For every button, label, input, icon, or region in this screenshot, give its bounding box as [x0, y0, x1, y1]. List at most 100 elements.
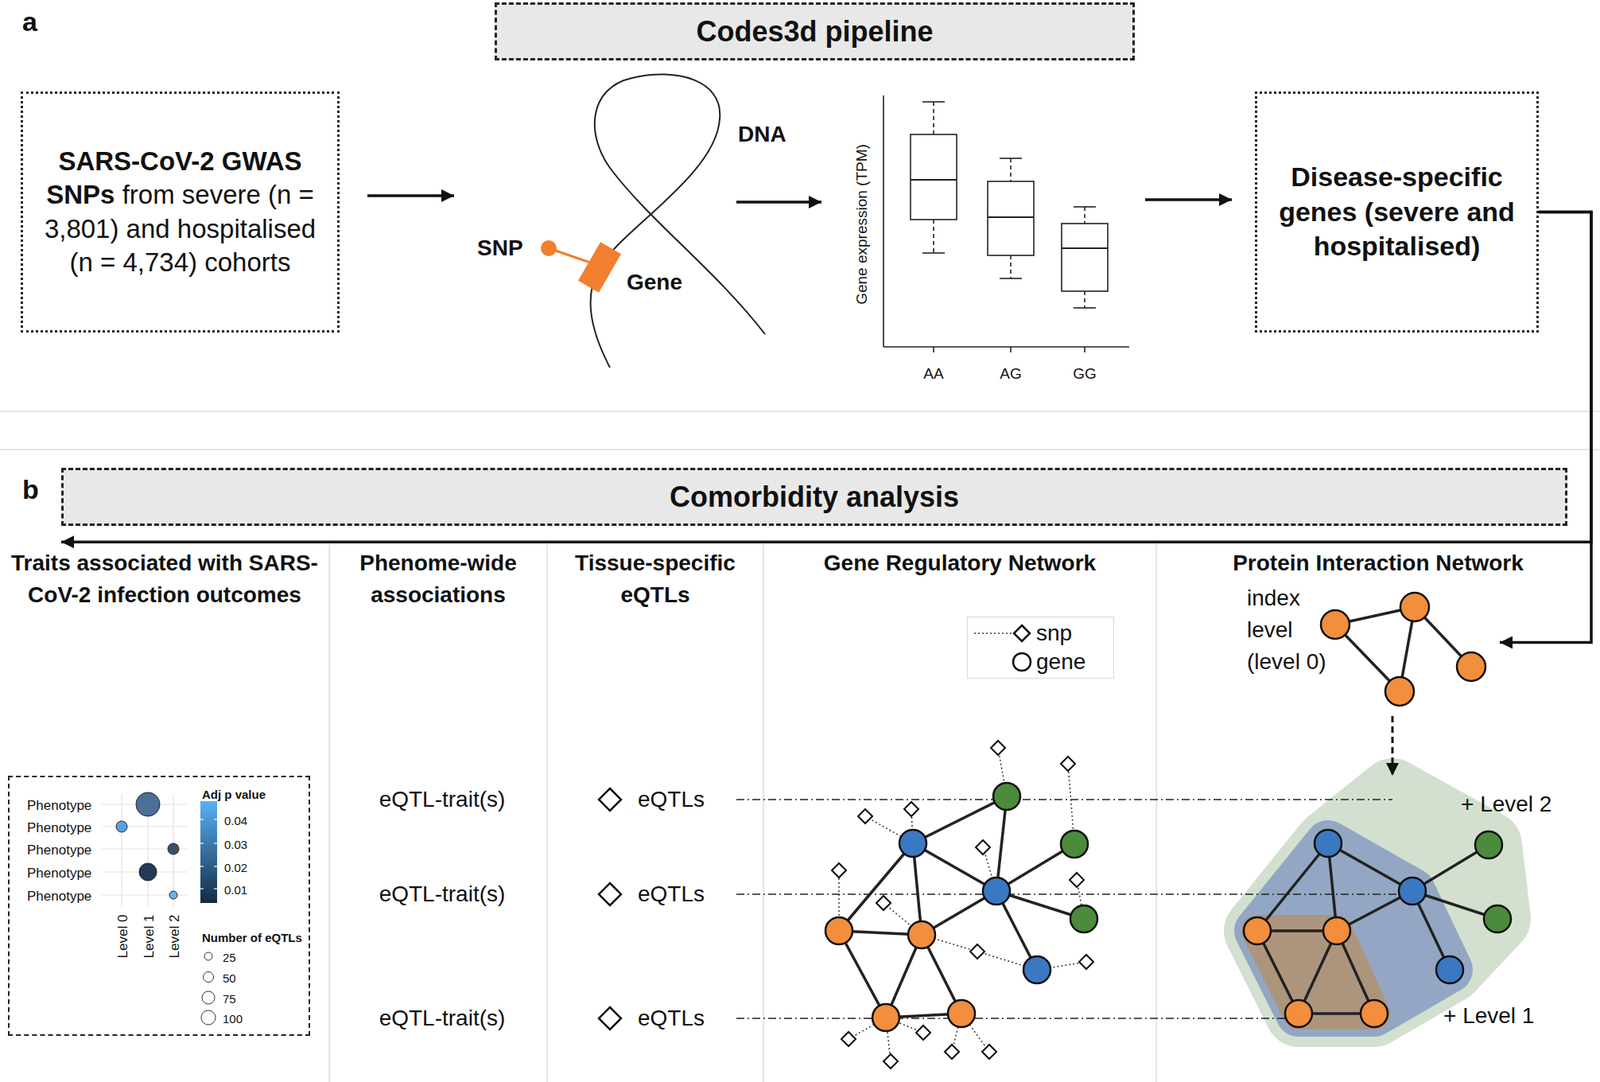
eqtl-leader — [736, 798, 1393, 800]
figure-label: + Level 2 — [1460, 791, 1552, 817]
legend-text: gene — [1036, 647, 1086, 676]
flow-arrow — [367, 194, 455, 198]
boxplot — [882, 95, 885, 347]
index-network — [1320, 592, 1486, 706]
gene-node — [1023, 955, 1051, 983]
gene-node — [1060, 830, 1088, 858]
snp-diamond — [982, 1044, 997, 1059]
dot-plot — [139, 862, 157, 881]
boxplot — [1083, 291, 1086, 308]
boxplot — [883, 95, 1130, 353]
dot-plot-box: PhenotypePhenotypePhenotypePhenotypePhen… — [7, 775, 311, 1036]
boxplot — [922, 252, 945, 254]
panel-separator — [546, 540, 548, 1082]
column-heading: Tissue-specific eQTLs — [547, 547, 764, 611]
column-heading: Gene Regulatory Network — [763, 547, 1157, 579]
dna-illustration — [578, 241, 622, 292]
gene-node — [1320, 609, 1350, 639]
dot-plot — [213, 842, 218, 843]
figure-label: GG — [1072, 365, 1097, 383]
legend-sample — [967, 618, 1037, 648]
analysis-column: Phenome-wide associationseQTL-trait(s)eQ… — [329, 540, 548, 1082]
legend-sample — [1013, 625, 1030, 641]
eqtl-diamond — [598, 788, 622, 811]
legend-sample — [1013, 652, 1031, 671]
node-text: 0.03 — [224, 837, 248, 851]
node-text: 25 — [222, 950, 237, 964]
dot-plot — [120, 793, 122, 907]
dot-plot — [101, 792, 218, 1025]
boxplot — [1083, 206, 1086, 224]
node-text: Level 1 — [141, 914, 158, 959]
boxplot — [932, 346, 935, 353]
gene-node — [1398, 877, 1426, 905]
snp-diamond — [1079, 954, 1094, 969]
node-text: Phenotype — [27, 865, 92, 882]
gene-node — [1385, 676, 1414, 706]
node-text: 50 — [222, 970, 237, 985]
input-box: SARS-CoV-2 GWAS SNPsfrom severe (n = 3,8… — [20, 91, 340, 333]
dna-illustration — [590, 74, 766, 368]
flow-arrow — [1145, 198, 1232, 202]
gene-node — [1243, 916, 1271, 944]
node-text: Level 0 — [115, 914, 132, 959]
dot-plot — [169, 890, 178, 899]
legend-row: gene — [967, 647, 1114, 676]
node-text: 0.02 — [224, 860, 248, 874]
gene-node — [1285, 999, 1313, 1027]
figure-label: + Level 1 — [1443, 1002, 1534, 1029]
network-edge — [838, 796, 1084, 1018]
dot-plot — [167, 842, 179, 855]
dot-plot — [200, 865, 204, 867]
gene-node — [1436, 955, 1464, 983]
boxplot — [922, 100, 945, 103]
snp-diamond — [858, 808, 873, 824]
protein-interaction-network — [1243, 829, 1511, 1027]
figure-label: SNP — [477, 235, 524, 261]
eqtl-diamond — [598, 882, 622, 905]
node-text: 0.01 — [224, 882, 248, 897]
panel-separator — [0, 411, 1600, 1082]
gene-node — [1360, 999, 1388, 1027]
legend-sample — [967, 647, 1037, 676]
node-text: Phenotype — [27, 888, 92, 905]
dot-plot — [204, 951, 213, 960]
snp-diamond — [975, 839, 991, 855]
node-text: eQTLs — [637, 1005, 705, 1031]
dot-plot — [201, 990, 215, 1004]
text-block: Disease-specific genes (severe and hospi… — [1277, 159, 1516, 265]
dna-illustration — [540, 240, 557, 257]
boxplot — [932, 101, 935, 135]
dot-plot — [201, 951, 216, 1025]
legend-text: snp — [1036, 618, 1072, 648]
dot-plot — [101, 825, 188, 827]
node-text: eQTL-trait(s) — [379, 786, 506, 812]
node-text: Adj p value — [201, 787, 266, 801]
text-block: Codes3d pipeline — [695, 14, 933, 49]
dot-plot — [200, 818, 204, 820]
snp-diamond — [944, 1044, 960, 1059]
section-header: Comorbidity analysis — [61, 467, 1568, 526]
snp-diamond — [990, 740, 1006, 755]
dot-plot — [200, 842, 204, 843]
panel-separator — [1155, 540, 1158, 1082]
figure-label: a — [22, 6, 38, 38]
figure-label: b — [22, 473, 39, 505]
node-text: 75 — [222, 991, 237, 1006]
eqtl-leader — [736, 1017, 1299, 1019]
boxplot — [1073, 306, 1096, 309]
gene-node — [1475, 831, 1503, 859]
flow-arrow — [367, 195, 1232, 202]
eqtl-leader — [736, 893, 1413, 895]
analysis-column: PhenotypePhenotypePhenotypePhenotypePhen… — [0, 540, 330, 1082]
snp-diamond — [841, 1031, 856, 1046]
boxplot — [1083, 346, 1086, 353]
network-edge — [1328, 842, 1413, 891]
node-text: Comorbidity analysis — [669, 480, 960, 513]
panel-separator — [0, 410, 1600, 412]
boxplot — [1061, 223, 1108, 292]
network-edge — [1257, 842, 1498, 1014]
figure-label: Gene — [626, 269, 683, 296]
boxplot — [1009, 255, 1012, 279]
